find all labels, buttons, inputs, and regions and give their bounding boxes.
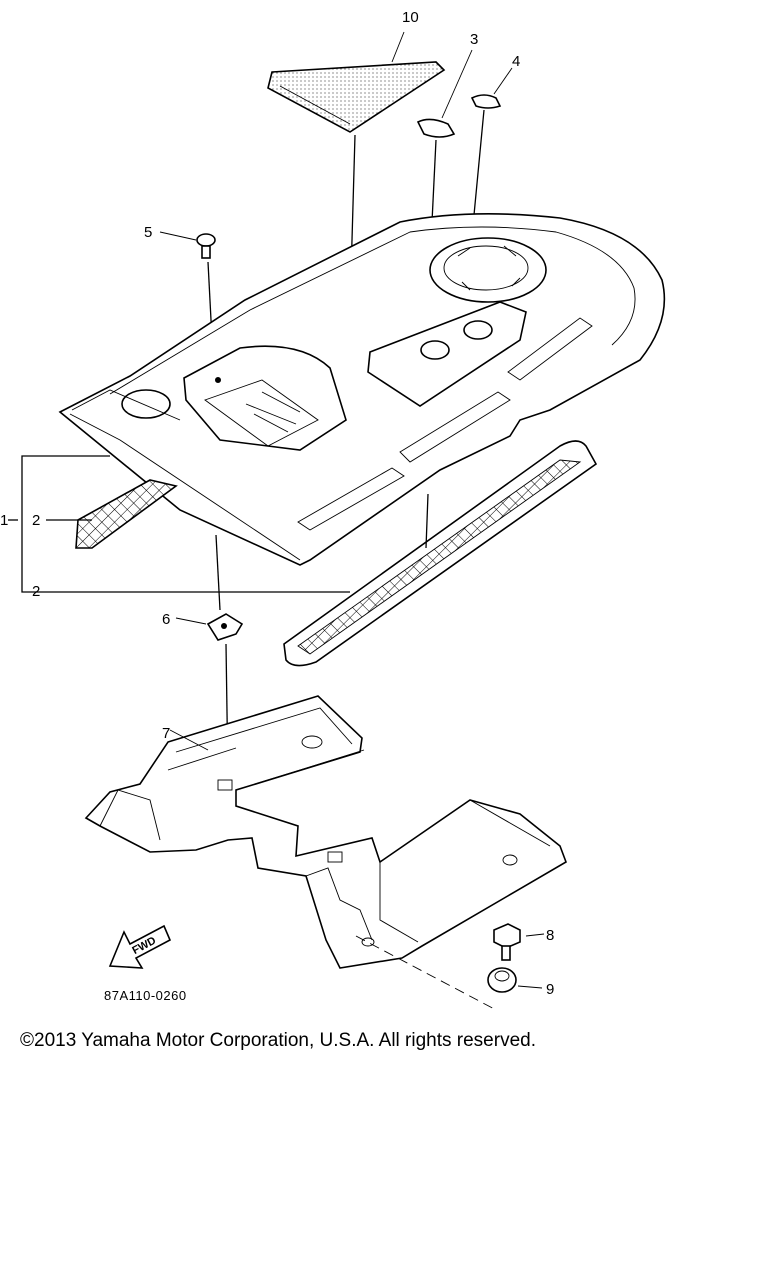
upper-cover: [58, 213, 666, 566]
callout-3: 3: [470, 31, 478, 48]
callout-10: 10: [402, 9, 419, 26]
bracket-mark: 1: [0, 512, 8, 529]
drawing-code: 87A110-0260: [104, 988, 187, 1003]
callout-8: 8: [546, 927, 554, 944]
decal-part-10: [267, 31, 446, 311]
forward-arrow-icon: FWD: [108, 924, 172, 969]
leader-dashed: [355, 935, 498, 1010]
grille-part-2-left: [75, 479, 178, 549]
lower-bracket-part-7: [84, 695, 567, 969]
exploded-parts-diagram: FWD 10 3 4 5 1 2 2 6 7 8 9 87A110-0260: [0, 9, 666, 1010]
callout-5: 5: [144, 224, 152, 241]
callout-9: 9: [546, 981, 554, 998]
callout-2-right: 2: [32, 583, 40, 600]
grille-part-2-right: [283, 440, 598, 667]
grommet-part-9: [487, 967, 543, 993]
callout-bracket: [8, 455, 350, 593]
callout-6: 6: [162, 611, 170, 628]
callout-2-left: 2: [32, 512, 40, 529]
callout-4: 4: [512, 53, 520, 70]
callout-7: 7: [162, 725, 170, 742]
bolt-part-8: [493, 923, 545, 961]
copyright-notice: ©2013 Yamaha Motor Corporation, U.S.A. A…: [20, 1030, 536, 1051]
